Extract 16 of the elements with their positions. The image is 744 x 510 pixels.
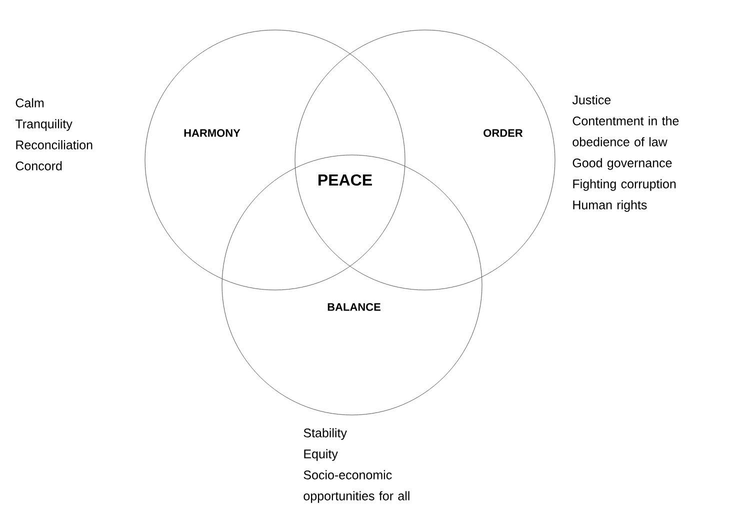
node-label: Reconciliation [16,140,92,150]
center-label: PEACE [318,174,372,186]
node-label: Good governance [572,158,672,170]
circle-title: ORDER [484,129,523,137]
text-list: Stability Equity Socio-economic opportunities for all [304,428,410,503]
node-label: Justice [572,95,611,104]
text-list: Justice Contentment in the obedience of law Good governance Fighting corruption Human rights [572,95,679,212]
node-label: Tranquility [15,119,72,131]
node-label: Concord [16,161,62,170]
circle-title: BALANCE [328,303,380,311]
circle-title: HARMONY [184,129,240,137]
node-label: Human rights [573,200,647,212]
node-label: Contentment in the obedience of law [572,116,679,146]
node-label: Fighting corruption [573,179,676,191]
node-label: Calm [16,98,44,108]
text-list: Calm Tranquility Reconciliation Concord [16,98,92,170]
